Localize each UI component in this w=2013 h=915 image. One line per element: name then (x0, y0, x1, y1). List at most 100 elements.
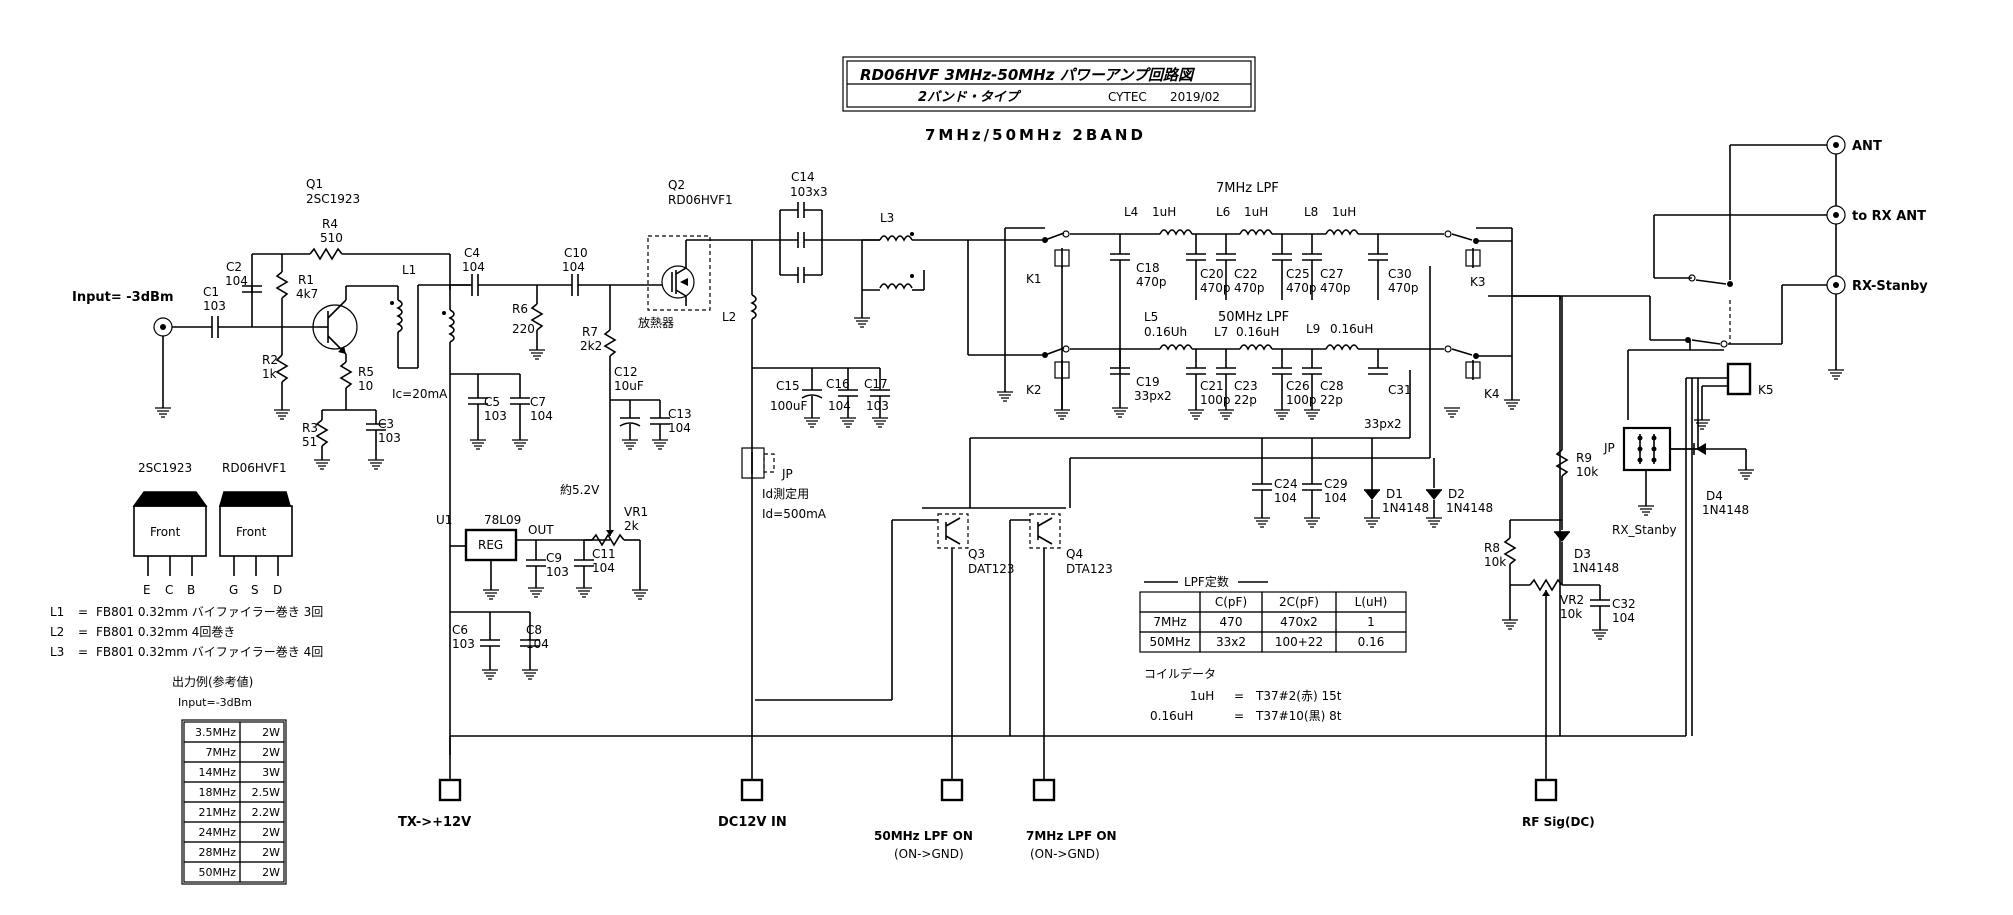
l2-ref: L2 (722, 310, 736, 324)
coil-data-title: コイルデータ (1144, 666, 1216, 681)
tx12-connector (438, 736, 462, 802)
c2-ref: C2 (226, 260, 242, 274)
lpf-cell-text: 1 (1367, 615, 1375, 629)
output-band-text: 14MHz (198, 766, 236, 779)
d4-ref: D4 (1706, 489, 1723, 503)
r9-ref: R9 (1576, 451, 1592, 465)
jp-main-note1: Id測定用 (762, 486, 809, 501)
u1-ref: U1 (436, 513, 452, 527)
c1-ref: C1 (203, 285, 219, 299)
u1-out: OUT (528, 523, 554, 537)
c7-value: 104 (530, 409, 553, 423)
r7-ref: R7 (582, 325, 598, 339)
lpf-table-title: LPF定数 (1184, 574, 1229, 589)
lpf-cell-text: 100+22 (1275, 635, 1323, 649)
r1-ref: R1 (298, 273, 314, 287)
c26-value: 100p (1286, 393, 1317, 407)
c6-ref: C6 (452, 623, 468, 637)
output-band-text: 50MHz (198, 866, 236, 879)
q1-ref: Q1 (306, 177, 323, 191)
r4-ref: R4 (322, 217, 338, 231)
c12-ref: C12 (614, 365, 638, 379)
c13-ref: C13 (668, 407, 692, 421)
l1-ref: L1 (402, 263, 416, 277)
note-l1-eq: = (78, 605, 88, 619)
vr2-value: 10k (1560, 607, 1582, 621)
vr1-ref: VR1 (624, 505, 648, 519)
c11-value: 104 (592, 561, 615, 575)
pkg2-outline (218, 491, 293, 576)
c31-value: 33px2 (1364, 417, 1402, 431)
k4-relay (1444, 345, 1512, 380)
c18-value: 470p (1136, 275, 1167, 289)
pkg1-pin-b: B (187, 583, 195, 597)
c30-ref: C30 (1388, 267, 1412, 281)
vr1-volt: 約5.2V (560, 482, 600, 497)
c31-ref: C31 (1388, 383, 1412, 397)
c3-value: 103 (378, 431, 401, 445)
q3-ref: Q3 (968, 547, 985, 561)
l5-ref: L5 (1144, 310, 1158, 324)
r7-value: 2k2 (580, 339, 602, 353)
note-l3-eq: = (78, 645, 88, 659)
lpf7-connector (1032, 778, 1056, 802)
pkg2-pin-s: S (251, 583, 259, 597)
c32-value: 104 (1612, 611, 1635, 625)
pkg1-name: 2SC1923 (138, 461, 192, 475)
r9-value: 10k (1576, 465, 1598, 479)
q4-transistor (1029, 513, 1061, 549)
l5-value: 0.16Uh (1144, 325, 1187, 339)
l8-value: 1uH (1332, 205, 1356, 219)
coil-data-1-r: T37#2(赤) 15t (1255, 689, 1342, 703)
u1-body: REG (478, 538, 503, 552)
pkg2-front: Front (236, 525, 267, 539)
l4-value: 1uH (1152, 205, 1176, 219)
output-power-text: 2W (262, 846, 280, 859)
c30-value: 470p (1388, 281, 1419, 295)
pkg2-pin-d: D (273, 583, 282, 597)
coil-notes: L1 = FB801 0.32mm バイファイラー巻き 3回 L2 = FB80… (50, 605, 323, 659)
coil-data-1-eq: = (1234, 689, 1244, 703)
r5-ref: R5 (358, 365, 374, 379)
c13-value: 104 (668, 421, 691, 435)
c20-ref: C20 (1200, 267, 1224, 281)
r5-value: 10 (358, 379, 373, 393)
output-power-text: 3W (262, 766, 280, 779)
c24-ref: C24 (1274, 477, 1298, 491)
lpf7-on-sub: (ON->GND) (1030, 847, 1100, 861)
note-l2-eq: = (78, 625, 88, 639)
output-power-text: 2W (262, 866, 280, 879)
c17-ref: C17 (864, 377, 888, 391)
pkg2-name: RD06HVF1 (222, 461, 287, 475)
l3-transformer (861, 232, 968, 318)
q2-part: RD06HVF1 (668, 193, 733, 207)
l7-value: 0.16uH (1236, 325, 1279, 339)
d1-ref: D1 (1386, 487, 1403, 501)
k5-relay (1685, 362, 1752, 736)
l9-ref: L9 (1306, 322, 1320, 336)
lpf-cell-text: 2C(pF) (1279, 595, 1319, 609)
c5-value: 103 (484, 409, 507, 423)
c12-value: 10uF (614, 379, 644, 393)
d4-value: 1N4148 (1702, 503, 1749, 517)
lpf7-title: 7MHz LPF (1216, 181, 1279, 196)
jp-rx-label: RX_Stanby (1612, 523, 1677, 537)
coil-data-2-eq: = (1234, 709, 1244, 723)
l8-ref: L8 (1304, 205, 1318, 219)
rfsig-label: RF Sig(DC) (1522, 815, 1595, 829)
c19-ref: C19 (1136, 375, 1160, 389)
c27-value: 470p (1320, 281, 1351, 295)
d3-value: 1N4148 (1572, 561, 1619, 575)
c9-value: 103 (546, 565, 569, 579)
antenna-switch (1512, 135, 1846, 420)
r2-value: 1k (262, 367, 277, 381)
jp-rx-ref: JP (1603, 441, 1615, 455)
lpf-cell (1335, 631, 1407, 653)
d2-value: 1N4148 (1446, 501, 1493, 515)
k3-relay (1444, 227, 1513, 400)
lpf-cell-text: 33x2 (1216, 635, 1246, 649)
c15-value: 100uF (770, 399, 808, 413)
vr1-value: 2k (624, 519, 639, 533)
